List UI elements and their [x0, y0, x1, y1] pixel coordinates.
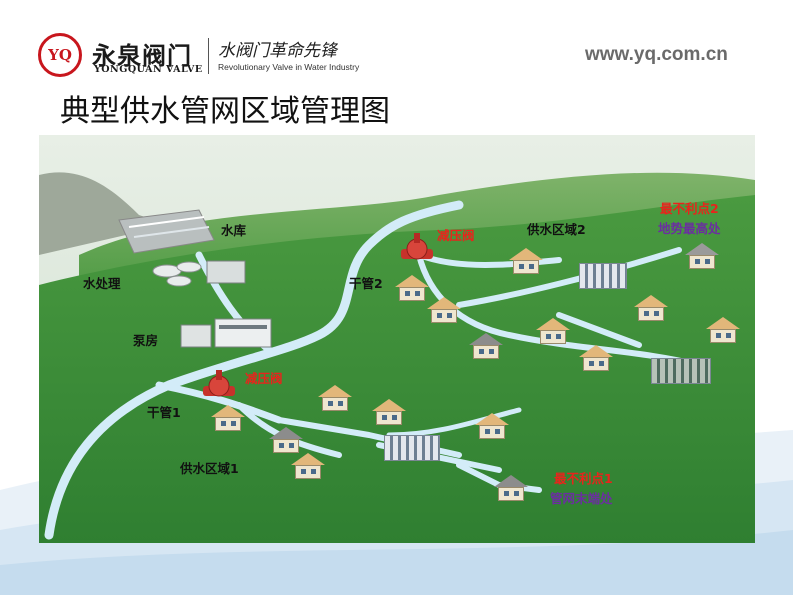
label-critical-point-1-desc: 管网末端处 [550, 491, 613, 506]
house-icon [372, 399, 406, 425]
house-icon [494, 475, 534, 501]
label-main-pipe-2: 干管2 [349, 276, 383, 291]
website-url: www.yq.com.cn [585, 44, 728, 65]
logo-divider [208, 38, 209, 74]
building-icon [579, 263, 627, 289]
house-icon [318, 385, 352, 411]
dam-icon [118, 209, 215, 254]
house-icon [509, 248, 543, 274]
house-icon [634, 295, 668, 321]
brand-name-en: YONGQUAN VALVE [94, 64, 203, 75]
page-title: 典型供水管网区域管理图 [60, 94, 390, 129]
building-icon [651, 358, 711, 384]
valve-icon [203, 370, 235, 397]
valve-icon [401, 233, 433, 260]
pump-house-icon [180, 318, 272, 348]
brand-name-cn: 永泉阀门 [92, 42, 192, 70]
building-icon [384, 435, 440, 461]
house-icon [269, 427, 303, 453]
water-treatment-icon [152, 260, 246, 287]
house-icon [706, 317, 740, 343]
label-supply-zone-1: 供水区域1 [180, 461, 239, 476]
brand-logo-mark: YQ [38, 33, 82, 77]
label-critical-point-1: 最不利点1 [554, 471, 613, 486]
house-icon [469, 333, 509, 359]
label-critical-point-2-desc: 地势最高处 [658, 221, 721, 236]
house-icon [685, 243, 719, 269]
label-critical-point-2: 最不利点2 [660, 201, 719, 216]
house-icon [427, 297, 461, 323]
label-water-treatment: 水处理 [83, 276, 121, 291]
house-icon [579, 345, 613, 371]
house-icon [395, 275, 429, 301]
label-pump-house: 泵房 [133, 333, 159, 348]
house-icon [475, 413, 509, 439]
label-pressure-valve-1: 减压阀 [245, 371, 283, 386]
house-icon [536, 318, 570, 344]
network-diagram: 水库 水处理 泵房 干管1 干管2 减压阀 减压阀 供水区域1 供水区域2 最不… [39, 135, 755, 543]
label-supply-zone-2: 供水区域2 [527, 222, 586, 237]
label-pressure-valve-2: 减压阀 [437, 228, 475, 243]
label-main-pipe-1: 干管1 [147, 405, 181, 420]
header: YQ 永泉阀门 YONGQUAN VALVE 水阀门革命先锋 Revolutio… [0, 0, 793, 130]
house-icon [291, 453, 325, 479]
slogan-cn: 水阀门革命先锋 [218, 41, 337, 61]
house-icon [211, 405, 245, 431]
slogan-en: Revolutionary Valve in Water Industry [218, 62, 360, 72]
label-reservoir: 水库 [221, 223, 247, 238]
